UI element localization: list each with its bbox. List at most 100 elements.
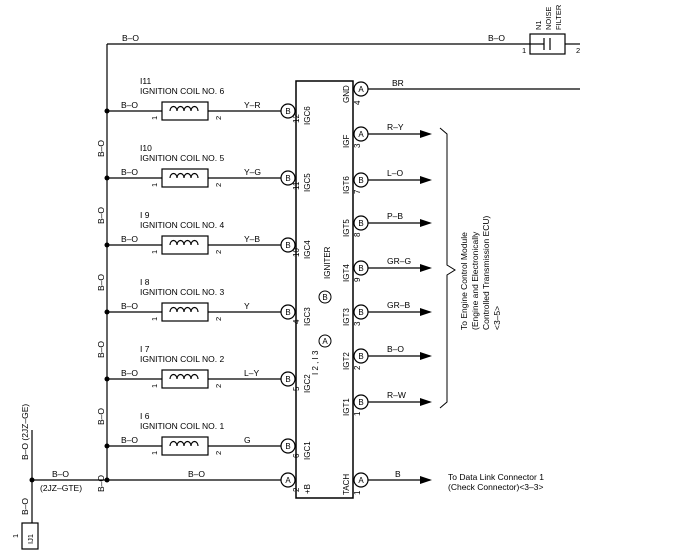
noise-filter: 1 2 N1 NOISE FILTER [522, 4, 580, 55]
coil-pin2: 2 [214, 384, 223, 388]
coil-pin2: 2 [214, 451, 223, 455]
terminal-name: IGT6 [342, 176, 351, 194]
plusb-left-wire-label: B–O [52, 469, 69, 479]
igniter-conn-b-badge [318, 290, 332, 304]
igniter-box [295, 80, 354, 499]
coil-name: IGNITION COIL NO. 6 [140, 86, 224, 96]
ecm-note-1: To Engine Control Module [459, 232, 469, 330]
pin-number: 6 [292, 453, 301, 458]
pin-connector-letter: A [358, 85, 364, 94]
terminal-name: IGC5 [303, 173, 312, 192]
junction-id: IJ1 [26, 534, 35, 544]
coil-winding-icon [169, 172, 199, 179]
pin-number: 2 [353, 365, 362, 370]
igniter-conn-b: B [322, 293, 327, 302]
bus-wire-label: B–O [96, 207, 106, 224]
signal-wire-label: R–Y [387, 122, 404, 132]
igniter-conn-a: A [322, 337, 328, 346]
terminal-name: IGC1 [303, 441, 312, 460]
coil-id: I 6 [140, 411, 150, 421]
dlc-note-1: To Data Link Connector 1 [448, 472, 544, 482]
pin-number: 1 [353, 411, 362, 416]
filter-name-2: FILTER [554, 4, 563, 30]
signal-wire-label: R–W [387, 390, 406, 400]
coil-id: I 9 [140, 210, 150, 220]
coil-name: IGNITION COIL NO. 1 [140, 421, 224, 431]
bus-wire-label: B–O [96, 408, 106, 425]
terminal-name: IGT4 [342, 264, 351, 282]
coil-input-wire-label: B–O [121, 368, 138, 378]
coil-pin1: 1 [150, 250, 159, 254]
pin-connector-letter: B [285, 375, 290, 384]
coil-winding-icon [169, 105, 199, 112]
pin-connector-badge [280, 237, 296, 253]
coil-pin1: 1 [150, 384, 159, 388]
left-vertical-label: B–O (2JZ–GE) [20, 404, 30, 460]
coil-box [161, 436, 209, 456]
pin-connector-badge [280, 438, 296, 454]
pin-connector-letter: A [358, 476, 364, 485]
plusb-wire-label: B–O [188, 469, 205, 479]
coil-id: I 8 [140, 277, 150, 287]
terminal-name: +B [303, 484, 312, 494]
coil-box [161, 101, 209, 121]
pin-number: 12 [292, 114, 301, 123]
pin-connector-letter: B [358, 176, 363, 185]
dlc-note-2: (Check Connector)<3–3> [448, 482, 543, 492]
pin-connector-letter: B [285, 308, 290, 317]
coil-output-wire-label: Y [244, 301, 250, 311]
filter-pin1: 1 [522, 46, 526, 55]
coil-pin1: 1 [150, 317, 159, 321]
igniter-left-pin: A2+B [280, 472, 312, 494]
pin-number: 3 [353, 143, 362, 148]
pin-number: 4 [353, 100, 362, 105]
pin-number: 4 [292, 319, 301, 324]
igniter-conn-a-badge [318, 334, 332, 348]
coil-pin2: 2 [214, 183, 223, 187]
coil-winding-icon [169, 306, 199, 313]
terminal-name: IGF [342, 135, 351, 148]
arrow-icon [420, 398, 432, 406]
coil-input-wire-label: B–O [121, 301, 138, 311]
coil-box [161, 369, 209, 389]
coil-name: IGNITION COIL NO. 4 [140, 220, 224, 230]
coil-output-wire-label: Y–B [244, 234, 260, 244]
coil-input-wire-label: B–O [121, 100, 138, 110]
pin-connector-letter: B [358, 398, 363, 407]
pin-number: 2 [292, 487, 301, 492]
coil-name: IGNITION COIL NO. 5 [140, 153, 224, 163]
terminal-name: IGT1 [342, 398, 351, 416]
pin-connector-letter: B [285, 442, 290, 451]
pin-number: 1 [353, 490, 362, 495]
pin-connector-letter: B [358, 219, 363, 228]
signal-wire-label: GR–B [387, 300, 410, 310]
tach-wire-label: B [395, 469, 401, 479]
coil-input-wire-label: B–O [121, 435, 138, 445]
bus-wire-label: B–O [96, 475, 106, 492]
pin-connector-badge [280, 170, 296, 186]
terminal-name: GND [342, 85, 351, 103]
coil-box [161, 168, 209, 188]
coil-input-wire-label: B–O [121, 234, 138, 244]
coil-winding-icon [169, 440, 199, 447]
coil-output-wire-label: Y–R [244, 100, 261, 110]
